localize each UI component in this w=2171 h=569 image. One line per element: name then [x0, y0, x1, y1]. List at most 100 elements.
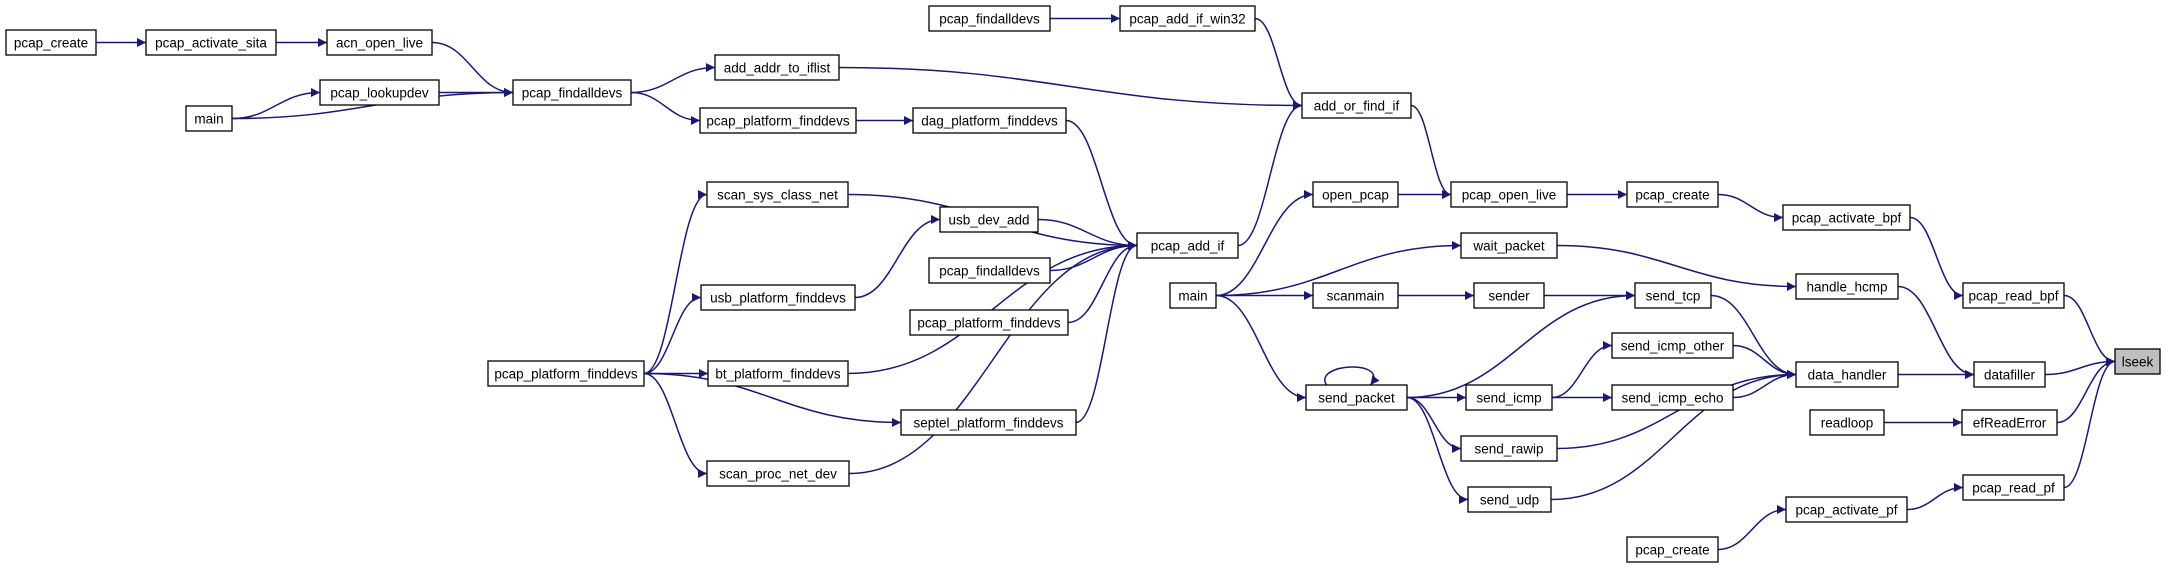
edge [848, 241, 1138, 475]
node-pcap-add-if[interactable]: pcap_add_if [1136, 232, 1239, 259]
node-send-icmp-echo[interactable]: send_icmp_echo [1611, 384, 1734, 411]
node-pcap-findalldevs-w[interactable]: pcap_findalldevs [928, 5, 1051, 32]
node-sender[interactable]: sender [1473, 282, 1545, 309]
node-box [2114, 348, 2161, 375]
edge-acn-open-live-to-pcap-findalldevs-main [431, 41, 514, 97]
edge-pcap-add-if-win32-to-add-or-find-if [1254, 17, 1303, 110]
node-send-rawip[interactable]: send_rawip [1460, 435, 1558, 462]
node-send-icmp-other[interactable]: send_icmp_other [1611, 332, 1734, 359]
edge [2063, 357, 2116, 489]
edge [1717, 505, 1787, 551]
node-pcap-activate-pf[interactable]: pcap_activate_pf [1785, 496, 1908, 523]
edge-septel-platform-finddevs-to-pcap-add-if [1075, 241, 1138, 424]
edge-send-packet-to-send-packet [1324, 366, 1380, 386]
edge-pcap-create-b-to-pcap-activate-pf [1717, 505, 1787, 551]
node-usb-dev-add[interactable]: usb_dev_add [939, 206, 1039, 233]
node-send-packet[interactable]: send_packet [1305, 384, 1408, 411]
node-box [900, 409, 1077, 436]
node-add-addr-to-iflist[interactable]: add_addr_to_iflist [714, 54, 840, 81]
node-bt-platform-finddevs[interactable]: bt_platform_finddevs [707, 360, 849, 387]
node-septel-platform-finddevs[interactable]: septel_platform_finddevs [900, 409, 1077, 436]
node-send-udp[interactable]: send_udp [1467, 486, 1552, 513]
node-acn-open-live[interactable]: acn_open_live [326, 29, 433, 56]
edge [1550, 370, 1797, 501]
node-pcap-create-r[interactable]: pcap_create [1626, 181, 1719, 208]
node-scanmain[interactable]: scanmain [1312, 282, 1399, 309]
node-box [1169, 282, 1217, 309]
node-box [706, 460, 850, 487]
edge-scan-proc-net-dev-to-pcap-add-if [848, 241, 1138, 475]
node-box [1301, 92, 1412, 119]
edge-main-mid-to-wait-packet [1215, 241, 1462, 297]
node-datafiller[interactable]: datafiller [1973, 361, 2046, 388]
node-box [1611, 332, 1734, 359]
node-wait-packet[interactable]: wait_packet [1460, 232, 1558, 259]
node-box [1465, 384, 1553, 411]
node-box [1809, 409, 1885, 436]
edge-usb-platform-finddevs-to-usb-dev-add [854, 215, 941, 299]
edge-pcap-findalldevs-main-to-add-addr-to-iflist [630, 63, 716, 94]
edge [1067, 241, 1138, 324]
node-pcap-findalldevs-b[interactable]: pcap_findalldevs [928, 257, 1051, 284]
node-scan-proc-net-dev[interactable]: scan_proc_net_dev [706, 460, 850, 487]
node-handle-hcmp[interactable]: handle_hcmp [1795, 273, 1899, 300]
node-box [1473, 282, 1545, 309]
edge-send-icmp-to-send-icmp-other [1551, 341, 1613, 399]
edge [1406, 396, 1469, 504]
edge-main-mid-to-send-packet [1215, 294, 1307, 402]
node-send-tcp[interactable]: send_tcp [1634, 282, 1712, 309]
node-box [1795, 273, 1899, 300]
node-pcap-lookupdev[interactable]: pcap_lookupdev [319, 79, 440, 106]
node-lseek[interactable]: lseek [2114, 348, 2161, 375]
node-pcap-read-bpf[interactable]: pcap_read_bpf [1962, 282, 2065, 309]
node-pcap-platform-finddevs-left[interactable]: pcap_platform_finddevs [487, 360, 645, 387]
edge-pcap-platform-finddevs-left-to-septel-platform-finddevs [643, 372, 902, 427]
node-main-mid[interactable]: main [1169, 282, 1217, 309]
node-pcap-add-if-win32[interactable]: pcap_add_if_win32 [1119, 5, 1256, 32]
node-box [939, 206, 1039, 233]
edge-pcap-create-r-to-pcap-activate-bpf [1717, 193, 1784, 222]
node-main-left[interactable]: main [185, 105, 233, 132]
edge-add-or-find-if-to-pcap-open-live [1410, 104, 1452, 199]
edge-pcap-read-bpf-to-lseek [2063, 294, 2116, 366]
node-pcap-open-live[interactable]: pcap_open_live [1450, 181, 1568, 208]
node-label: pcap_add_if [1151, 238, 1225, 253]
edge [1556, 370, 1797, 450]
node-box [1467, 486, 1552, 513]
node-box [1962, 282, 2065, 309]
node-pcap-read-pf[interactable]: pcap_read_pf [1962, 474, 2065, 501]
node-label: acn_open_live [336, 35, 423, 50]
node-dag-platform-finddevs[interactable]: dag_platform_finddevs [912, 107, 1067, 134]
node-send-icmp[interactable]: send_icmp [1465, 384, 1553, 411]
node-open-pcap[interactable]: open_pcap [1312, 181, 1399, 208]
node-pcap-create-b[interactable]: pcap_create [1626, 536, 1719, 563]
node-pcap-activate-bpf[interactable]: pcap_activate_bpf [1782, 204, 1911, 231]
node-label: wait_packet [1472, 238, 1545, 253]
node-box [706, 181, 849, 208]
node-label: pcap_platform_finddevs [706, 113, 850, 128]
node-label: main [1178, 288, 1207, 303]
node-pcap-findalldevs-main[interactable]: pcap_findalldevs [512, 79, 632, 106]
node-pcap-activate-sita[interactable]: pcap_activate_sita [145, 29, 277, 56]
node-box [326, 29, 433, 56]
edge-send-udp-to-data-handler [1550, 370, 1797, 501]
edge [1075, 241, 1138, 424]
edge-pcap-read-pf-to-lseek [2063, 357, 2116, 489]
node-box [1785, 496, 1908, 523]
node-label: pcap_findalldevs [939, 11, 1040, 26]
node-label: usb_platform_finddevs [710, 290, 846, 305]
node-efReadError[interactable]: efReadError [1961, 409, 2058, 436]
edge [643, 293, 702, 375]
node-pcap-platform-finddevs-b[interactable]: pcap_platform_finddevs [909, 309, 1069, 336]
node-label: bt_platform_finddevs [715, 366, 841, 381]
node-pcap-platform-finddevs-top[interactable]: pcap_platform_finddevs [699, 107, 857, 134]
node-data-handler[interactable]: data_handler [1795, 361, 1899, 388]
node-pcap-create-left[interactable]: pcap_create [5, 29, 97, 56]
node-usb-platform-finddevs[interactable]: usb_platform_finddevs [700, 284, 856, 311]
node-readloop[interactable]: readloop [1809, 409, 1885, 436]
edge [431, 41, 514, 97]
node-label: pcap_activate_pf [1795, 502, 1897, 517]
node-scan-sys-class-net[interactable]: scan_sys_class_net [706, 181, 849, 208]
node-layer: lseek pcap_read_bpf datafiller efReadError p… [5, 5, 2161, 563]
node-add-or-find-if[interactable]: add_or_find_if [1301, 92, 1412, 119]
